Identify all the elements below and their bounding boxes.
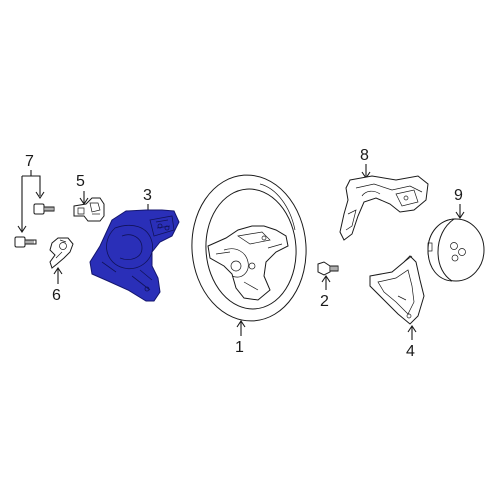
part-1-steering-wheel: 1 — [191, 174, 307, 356]
part-7-screws: 7 — [14, 153, 55, 248]
part-5-clip: 5 — [73, 173, 105, 222]
callout-5: 5 — [76, 173, 85, 190]
callout-6: 6 — [52, 287, 61, 304]
part-9-horn-pad: 9 — [427, 187, 485, 282]
part-3-switch-cover: 3 — [89, 187, 180, 302]
callout-9: 9 — [454, 187, 463, 204]
part-6-bracket: 6 — [49, 237, 74, 304]
part-4-lower-trim: 4 — [369, 255, 425, 360]
callout-1: 1 — [235, 339, 244, 356]
part-2-bolt: 2 — [317, 261, 339, 310]
callout-4: 4 — [406, 343, 415, 360]
callout-2: 2 — [320, 293, 329, 310]
screw-upper — [33, 203, 55, 215]
part-8-switch-assembly: 8 — [339, 147, 429, 241]
callout-7: 7 — [25, 153, 34, 170]
callout-8: 8 — [360, 147, 369, 164]
callout-3: 3 — [143, 187, 152, 204]
screw-lower — [14, 236, 37, 248]
